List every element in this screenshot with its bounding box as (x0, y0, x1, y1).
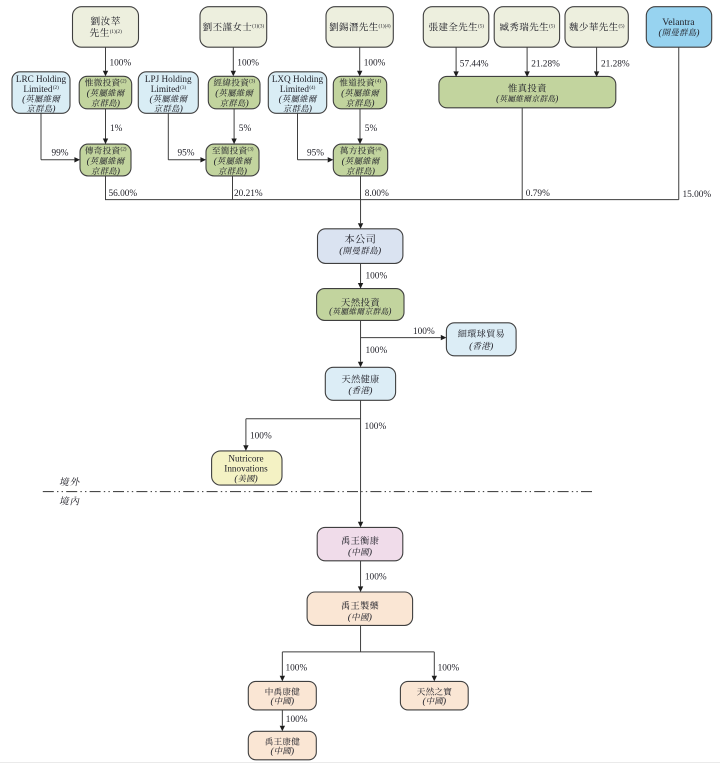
svg-text:(: ( (271, 746, 275, 757)
svg-text:(: ( (234, 474, 238, 485)
svg-text:): ) (179, 104, 183, 115)
svg-text:100%: 100% (286, 715, 308, 725)
svg-text:): ) (377, 246, 381, 257)
svg-text:21.28%: 21.28% (601, 59, 630, 69)
svg-text:57.44%: 57.44% (460, 59, 489, 69)
svg-text:100%: 100% (413, 327, 435, 337)
svg-text:(: ( (329, 306, 333, 316)
svg-text:Nutricore: Nutricore (228, 453, 263, 463)
svg-text:): ) (290, 746, 294, 757)
svg-text:(: ( (659, 27, 663, 38)
svg-text:Velantra: Velantra (662, 17, 695, 28)
svg-text:21.28%: 21.28% (531, 59, 560, 69)
svg-text:100%: 100% (365, 572, 387, 582)
svg-text:Limited: Limited (280, 84, 309, 94)
svg-text:95%: 95% (307, 148, 324, 158)
svg-text:100%: 100% (438, 664, 460, 674)
svg-text:(: ( (271, 696, 275, 707)
svg-text:): ) (695, 27, 699, 38)
svg-text:100%: 100% (366, 272, 388, 282)
svg-text:100%: 100% (364, 58, 386, 68)
svg-text:(: ( (348, 612, 352, 623)
svg-text:): ) (554, 94, 558, 104)
svg-text:(: ( (87, 88, 91, 99)
svg-text:1%: 1% (110, 124, 123, 134)
svg-text:): ) (371, 166, 375, 177)
svg-text:): ) (368, 385, 372, 396)
svg-text:LXQ Holding: LXQ Holding (272, 74, 324, 84)
svg-text:(4): (4) (375, 146, 381, 153)
svg-text:(4): (4) (375, 78, 381, 85)
svg-text:Limited: Limited (151, 84, 180, 94)
svg-text:(2): (2) (120, 78, 126, 85)
svg-text:): ) (370, 98, 374, 109)
svg-text:(: ( (149, 94, 153, 105)
svg-text:(: ( (341, 88, 345, 99)
svg-text:(: ( (279, 94, 283, 105)
svg-text:LPJ Holding: LPJ Holding (145, 74, 192, 84)
svg-text:8.00%: 8.00% (365, 189, 389, 199)
svg-text:): ) (244, 98, 248, 109)
svg-text:): ) (368, 612, 372, 623)
svg-text:100%: 100% (365, 422, 387, 432)
svg-text:Limited: Limited (23, 84, 52, 94)
svg-text:100%: 100% (366, 346, 388, 356)
svg-text:): ) (116, 166, 120, 177)
svg-text:): ) (51, 104, 55, 115)
svg-text:15.00%: 15.00% (683, 190, 712, 200)
svg-text:95%: 95% (177, 148, 194, 158)
svg-text:(1)(3): (1)(3) (252, 22, 264, 29)
svg-text:(: ( (342, 156, 346, 167)
svg-text:56.00%: 56.00% (109, 189, 138, 199)
svg-text:(: ( (214, 156, 218, 167)
svg-text:LRC Holding: LRC Holding (16, 74, 67, 84)
svg-text:(3): (3) (247, 146, 253, 153)
svg-text:(: ( (348, 547, 352, 558)
svg-text:(: ( (348, 385, 352, 396)
svg-text:100%: 100% (110, 58, 132, 68)
svg-text:99%: 99% (51, 148, 68, 158)
svg-text:5%: 5% (365, 124, 378, 134)
svg-text:(3): (3) (180, 84, 186, 91)
svg-text:100%: 100% (250, 432, 272, 442)
svg-text:(: ( (423, 696, 427, 707)
svg-text:): ) (243, 166, 247, 177)
svg-text:(1)(2): (1)(2) (110, 28, 122, 35)
svg-text:(: ( (22, 94, 26, 105)
svg-text:(3): (3) (249, 78, 255, 85)
svg-text:): ) (116, 98, 120, 109)
svg-text:(5): (5) (618, 22, 624, 29)
svg-text:(4): (4) (309, 84, 315, 91)
svg-text:(2): (2) (53, 84, 59, 91)
svg-text:100%: 100% (286, 664, 308, 674)
svg-text:5%: 5% (239, 124, 252, 134)
svg-text:): ) (442, 696, 446, 707)
svg-text:): ) (308, 104, 312, 115)
svg-text:): ) (387, 306, 391, 316)
svg-text:100%: 100% (237, 58, 259, 68)
svg-text:(1)(4): (1)(4) (379, 22, 391, 29)
svg-text:): ) (489, 341, 493, 352)
svg-text:(5): (5) (549, 22, 555, 29)
svg-text:(: ( (215, 88, 219, 99)
svg-text:Innovations: Innovations (224, 464, 268, 474)
svg-text:): ) (253, 474, 257, 485)
svg-text:(5): (5) (478, 22, 484, 29)
svg-text:0.79%: 0.79% (526, 189, 550, 199)
svg-text:(: ( (87, 156, 91, 167)
svg-text:): ) (368, 547, 372, 558)
svg-text:(: ( (339, 246, 343, 257)
svg-text:(2): (2) (120, 146, 126, 153)
svg-text:20.21%: 20.21% (234, 189, 263, 199)
svg-text:(: ( (469, 341, 473, 352)
svg-text:(: ( (496, 94, 500, 104)
svg-text:): ) (290, 696, 294, 707)
